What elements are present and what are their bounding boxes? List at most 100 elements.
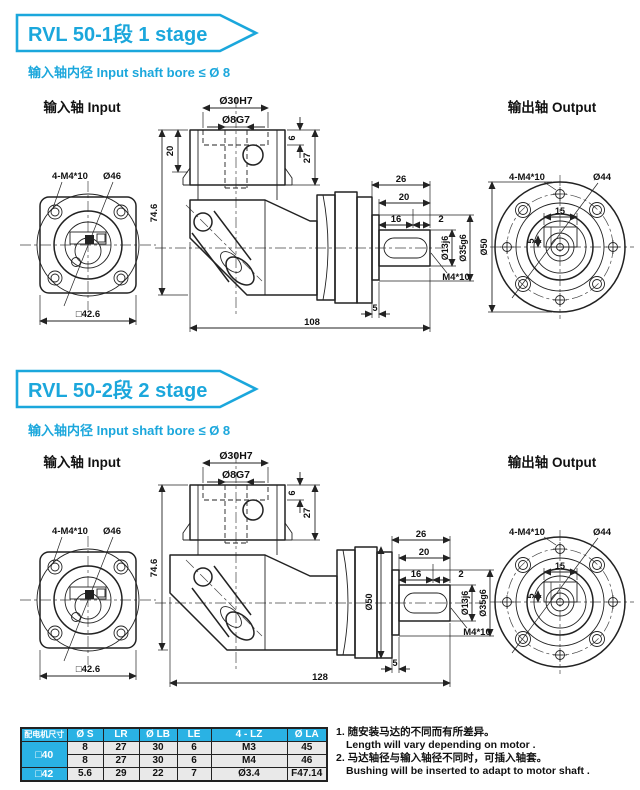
stage1-drawing: 输入轴 Input 4-M4*10 Ø46 <box>20 95 634 332</box>
dim-flange-dia: Ø50 <box>479 238 489 255</box>
input-bolt-callout: 4-M4*10 <box>52 526 88 537</box>
dim-tap: M4*10 <box>442 272 469 283</box>
col-header-os: Ø S <box>66 727 104 742</box>
cell: 27 <box>102 741 140 755</box>
output-bc-callout: Ø44 <box>593 527 612 538</box>
col-header-motor-size: 配电机尺寸 <box>20 727 68 742</box>
stage2-center-view: Ø30H7 Ø8G7 74.6 6 27 Ø50 26 20 <box>149 450 494 687</box>
stage2-title: RVL 50-2段 2 stage <box>28 378 207 402</box>
dim-tap: M4*10 <box>463 627 490 638</box>
note-2-zh: 2. 马达轴径与输入轴径不同时，可插入轴套。 <box>336 752 548 764</box>
dim-27: 27 <box>302 508 313 519</box>
cell: F47.14 <box>286 767 328 782</box>
dim-26: 26 <box>416 529 427 540</box>
input-bc-callout: Ø46 <box>103 526 121 537</box>
dim-5: 5 <box>392 658 397 668</box>
stage1-subtitle: 输入轴内径 Input shaft bore ≤ Ø 8 <box>28 65 231 80</box>
cell: M3 <box>210 741 288 755</box>
cell: 6 <box>176 741 212 755</box>
cell: 27 <box>102 754 140 768</box>
stage2-drawing: 输入轴 Input 4-M4*10 Ø46 <box>20 450 634 687</box>
stage2-input-view: 输入轴 Input 4-M4*10 Ø46 <box>20 454 156 680</box>
input-bolt-callout: 4-M4*10 <box>52 171 88 182</box>
stage2-output-view: 输出轴 Output <box>490 454 634 674</box>
output-view-label: 输出轴 Output <box>508 454 597 470</box>
dim-6: 6 <box>287 490 297 495</box>
dim-key-15: 15 <box>555 561 565 571</box>
col-header-4lz: 4 - LZ <box>210 727 288 742</box>
dim-5: 5 <box>372 303 377 313</box>
row-label-40: □40 <box>20 741 68 768</box>
cell: 45 <box>286 741 328 755</box>
dim-key-15: 15 <box>555 206 565 216</box>
input-square-dim: □42.6 <box>76 664 100 675</box>
bolt-holes <box>47 204 129 286</box>
banner-arrow-shape <box>15 13 259 53</box>
cell: Ø3.4 <box>210 767 288 782</box>
dim-6: 6 <box>287 135 297 140</box>
table-row: □40 8 27 30 6 M3 45 <box>20 741 328 768</box>
cell: 46 <box>286 754 328 768</box>
dim-height: 74.6 <box>149 559 160 578</box>
output-view-label: 输出轴 Output <box>508 99 597 115</box>
dim-height: 74.6 <box>149 204 160 223</box>
dim-shaft-dia: Ø13j6 <box>460 591 470 616</box>
bolt-holes <box>500 187 620 307</box>
col-header-ola: Ø LA <box>286 727 328 742</box>
input-view-label: 输入轴 Input <box>43 454 121 470</box>
cell: 6 <box>176 754 212 768</box>
dim-26: 26 <box>396 174 407 185</box>
cell: 22 <box>138 767 178 782</box>
stage2-subtitle: 输入轴内径 Input shaft bore ≤ Ø 8 <box>28 423 231 438</box>
dim-16: 16 <box>411 569 422 580</box>
dim-20-right: 20 <box>399 192 410 203</box>
dim-2: 2 <box>458 569 463 580</box>
dim-length: 128 <box>312 672 328 683</box>
dim-20-right: 20 <box>419 547 430 558</box>
stage1-center-view: Ø30H7 Ø8G7 20 74.6 6 27 26 <box>149 95 474 332</box>
dim-20-left: 20 <box>165 146 176 157</box>
cell: 7 <box>176 767 212 782</box>
note-1-en: Length will vary depending on motor . <box>346 739 536 751</box>
bolt-holes <box>500 542 620 662</box>
col-header-le: LE <box>176 727 212 742</box>
input-view-label: 输入轴 Input <box>43 99 121 115</box>
dim-top-bore: Ø30H7 <box>219 450 252 462</box>
stage1-title: RVL 50-1段 1 stage <box>28 22 207 46</box>
row-label-42: □42 <box>20 767 68 782</box>
note-1-zh: 1. 随安装马达的不同而有所差异。 <box>336 726 495 738</box>
cell: 30 <box>138 741 178 755</box>
stage1-input-view: 输入轴 Input 4-M4*10 Ø46 <box>20 99 156 325</box>
output-bolt-callout: 4-M4*10 <box>509 527 545 538</box>
cell: M4 <box>210 754 288 768</box>
banner-arrow-shape <box>15 369 259 409</box>
notes-block: 1. 随安装马达的不同而有所差异。 Length will vary depen… <box>336 726 636 778</box>
note-2-en: Bushing will be inserted to adapt to mot… <box>346 765 590 777</box>
col-header-lr: LR <box>102 727 140 742</box>
dim-boss-dia: Ø35g6 <box>458 234 468 262</box>
cell: 8 <box>66 754 104 768</box>
dim-top-bore: Ø30H7 <box>219 95 252 107</box>
spec-table: 配电机尺寸 Ø S LR Ø LB LE 4 - LZ Ø LA □40 8 2… <box>20 727 328 782</box>
dim-key-5: 5 <box>526 593 536 598</box>
dim-input-bore: Ø8G7 <box>222 114 250 126</box>
cell: 5.6 <box>66 767 104 782</box>
output-bolt-callout: 4-M4*10 <box>509 172 545 183</box>
cell: 30 <box>138 754 178 768</box>
dim-boss-dia: Ø35g6 <box>478 589 488 617</box>
input-bc-callout: Ø46 <box>103 171 121 182</box>
stage1-banner: RVL 50-1段 1 stage <box>15 13 259 53</box>
stage2-banner: RVL 50-2段 2 stage <box>15 369 259 409</box>
dim-body-dia: Ø50 <box>364 593 374 610</box>
bolt-holes <box>47 559 129 641</box>
dim-16: 16 <box>391 214 402 225</box>
cell: 8 <box>66 741 104 755</box>
dim-length: 108 <box>304 317 320 328</box>
dim-27: 27 <box>302 153 313 164</box>
output-bc-callout: Ø44 <box>593 172 612 183</box>
col-header-olb: Ø LB <box>138 727 178 742</box>
table-header-row: 配电机尺寸 Ø S LR Ø LB LE 4 - LZ Ø LA <box>20 727 328 742</box>
table-row: 8 27 30 6 M4 46 <box>21 754 328 768</box>
dim-shaft-dia: Ø13j6 <box>440 236 450 261</box>
